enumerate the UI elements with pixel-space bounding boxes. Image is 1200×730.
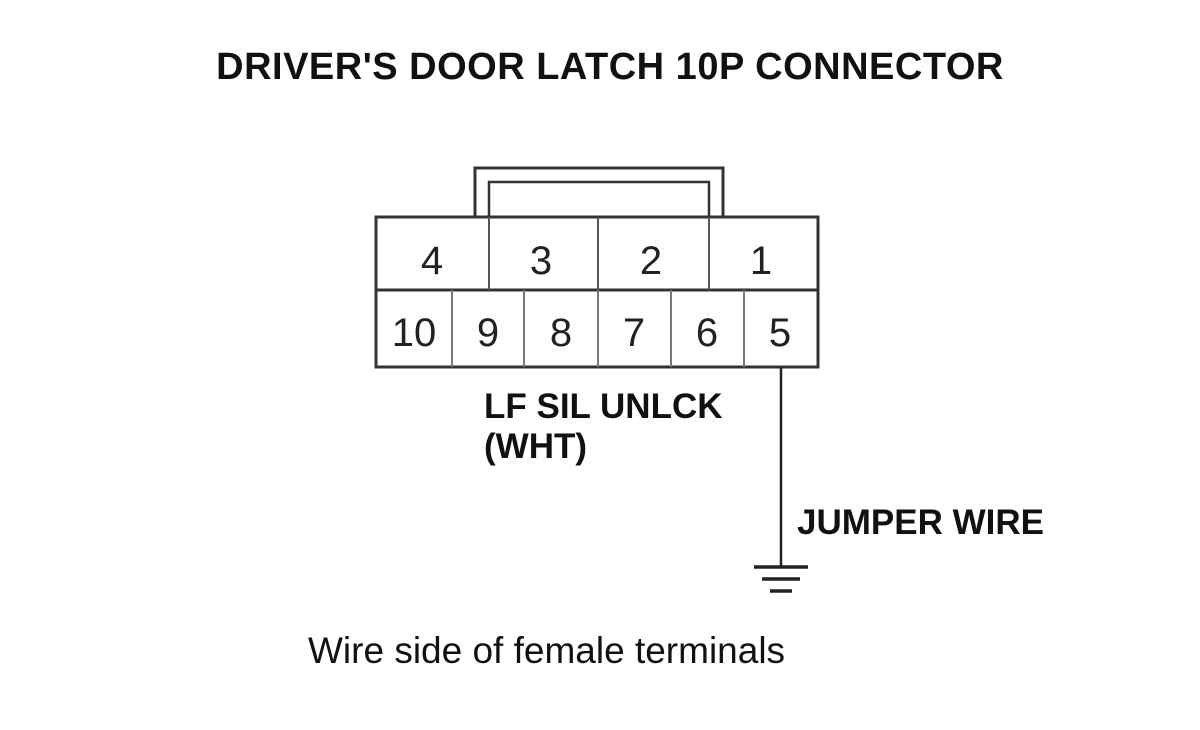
top-row-dividers [488, 217, 710, 290]
wire-name-label: LF SIL UNLCK [484, 387, 723, 426]
pin-3: 3 [530, 239, 552, 283]
pin-1: 1 [750, 239, 772, 283]
diagram-caption: Wire side of female terminals [308, 630, 786, 671]
pin-8: 8 [550, 311, 572, 355]
diagram-title: DRIVER'S DOOR LATCH 10P CONNECTOR [216, 46, 1004, 88]
jumper-wire-label: JUMPER WIRE [797, 503, 1044, 542]
pin-6: 6 [696, 311, 718, 355]
pin-4: 4 [421, 239, 443, 283]
pin-5: 5 [769, 311, 791, 355]
pin-10: 10 [392, 311, 437, 355]
pin-numbers: 4 3 2 1 10 9 8 7 6 5 [392, 239, 791, 355]
pin-7: 7 [623, 311, 645, 355]
ground-icon [754, 565, 808, 593]
bottom-row-dividers [451, 290, 745, 367]
connector-lock-tab [473, 166, 725, 217]
pin-9: 9 [477, 311, 499, 355]
wire-color-label: (WHT) [484, 427, 588, 466]
pin-2: 2 [640, 239, 662, 283]
